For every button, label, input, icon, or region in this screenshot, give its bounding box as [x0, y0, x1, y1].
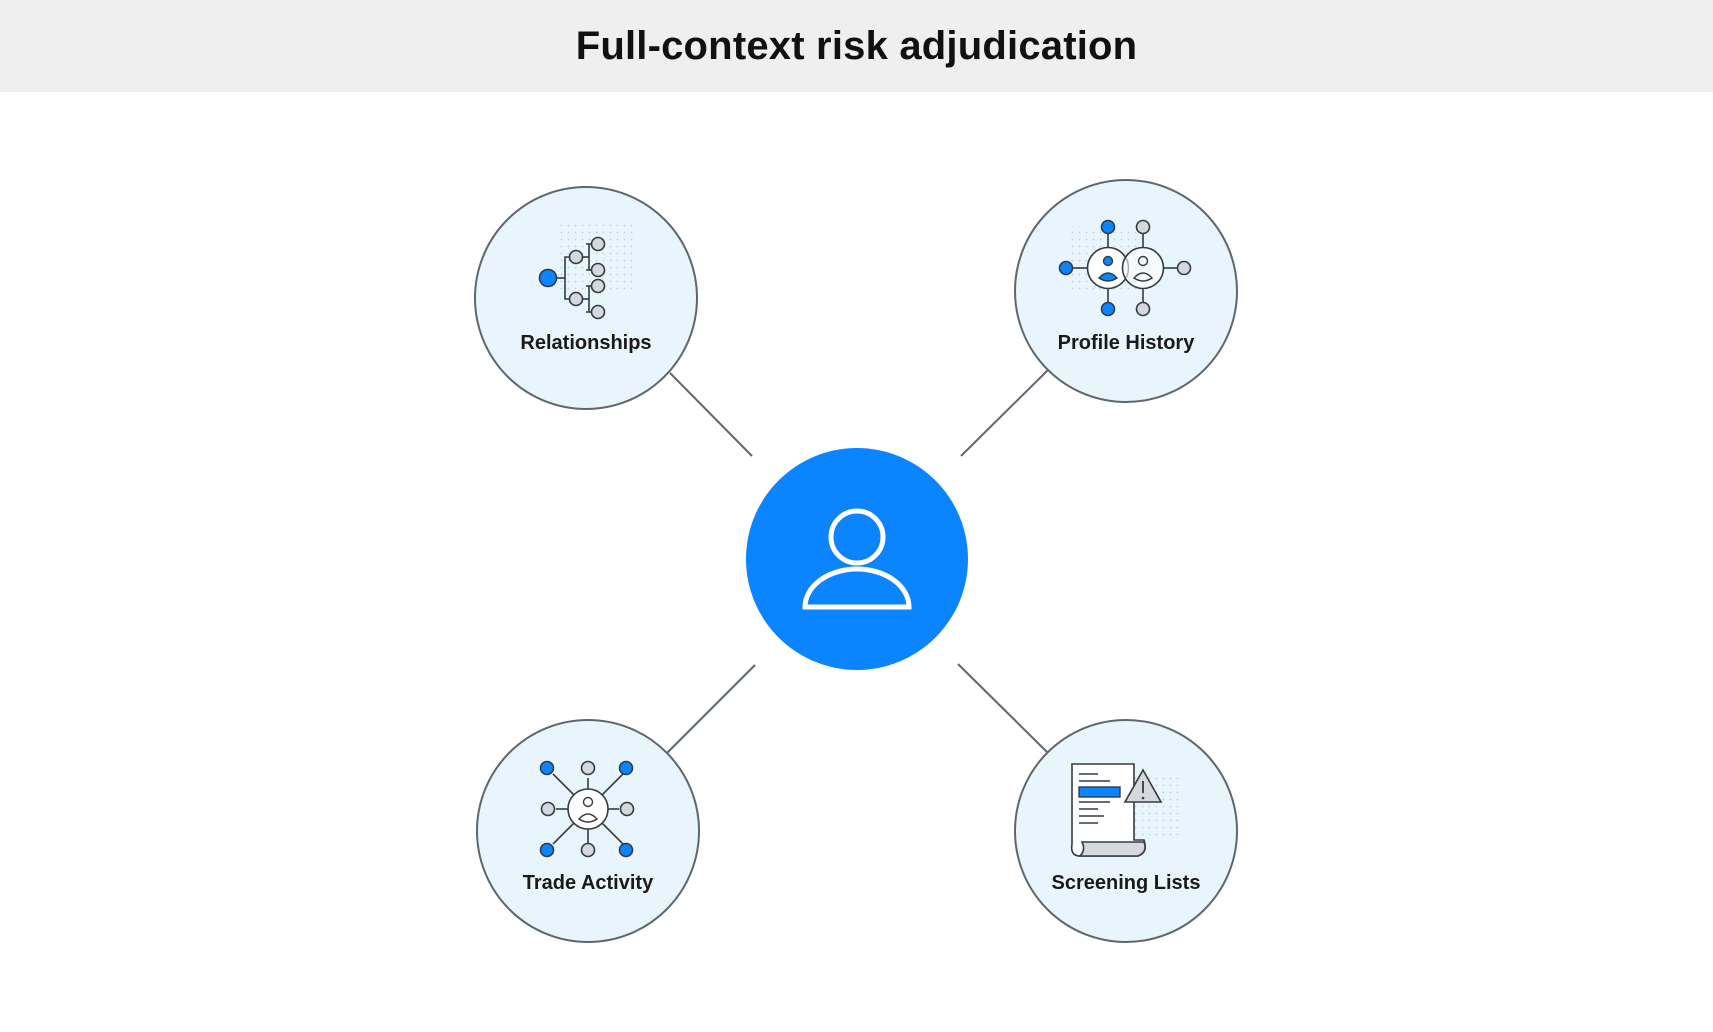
- connector-screening-lists: [957, 663, 1048, 753]
- connector-relationships: [669, 372, 753, 457]
- node-screening-lists: Screening Lists: [1014, 719, 1238, 943]
- user-icon: [802, 508, 912, 610]
- profile-person-blue: [1097, 255, 1119, 282]
- linked-profiles-icon: [1058, 219, 1192, 317]
- connector-profile-history: [960, 369, 1049, 457]
- hierarchy-tree-icon: [538, 220, 636, 320]
- title-bar: Full-context risk adjudication: [0, 0, 1713, 92]
- node-label-screening-lists: Screening Lists: [1052, 872, 1201, 894]
- node-relationships: Relationships: [474, 186, 698, 410]
- connectors: [665, 369, 1049, 755]
- node-profile-history: Profile History: [1014, 179, 1238, 403]
- node-trade-activity: Trade Activity: [476, 719, 700, 943]
- center-node: [746, 448, 968, 670]
- connector-trade-activity: [665, 664, 756, 755]
- node-label-profile-history: Profile History: [1058, 332, 1196, 354]
- node-label-relationships: Relationships: [520, 332, 651, 354]
- document-warning-icon: [1070, 763, 1182, 857]
- warning-icon: [1123, 768, 1163, 803]
- profile-person-outline: [1132, 255, 1154, 282]
- page-title: Full-context risk adjudication: [575, 23, 1138, 68]
- network-hub-icon: [539, 760, 635, 858]
- node-label-trade-activity: Trade Activity: [523, 872, 654, 894]
